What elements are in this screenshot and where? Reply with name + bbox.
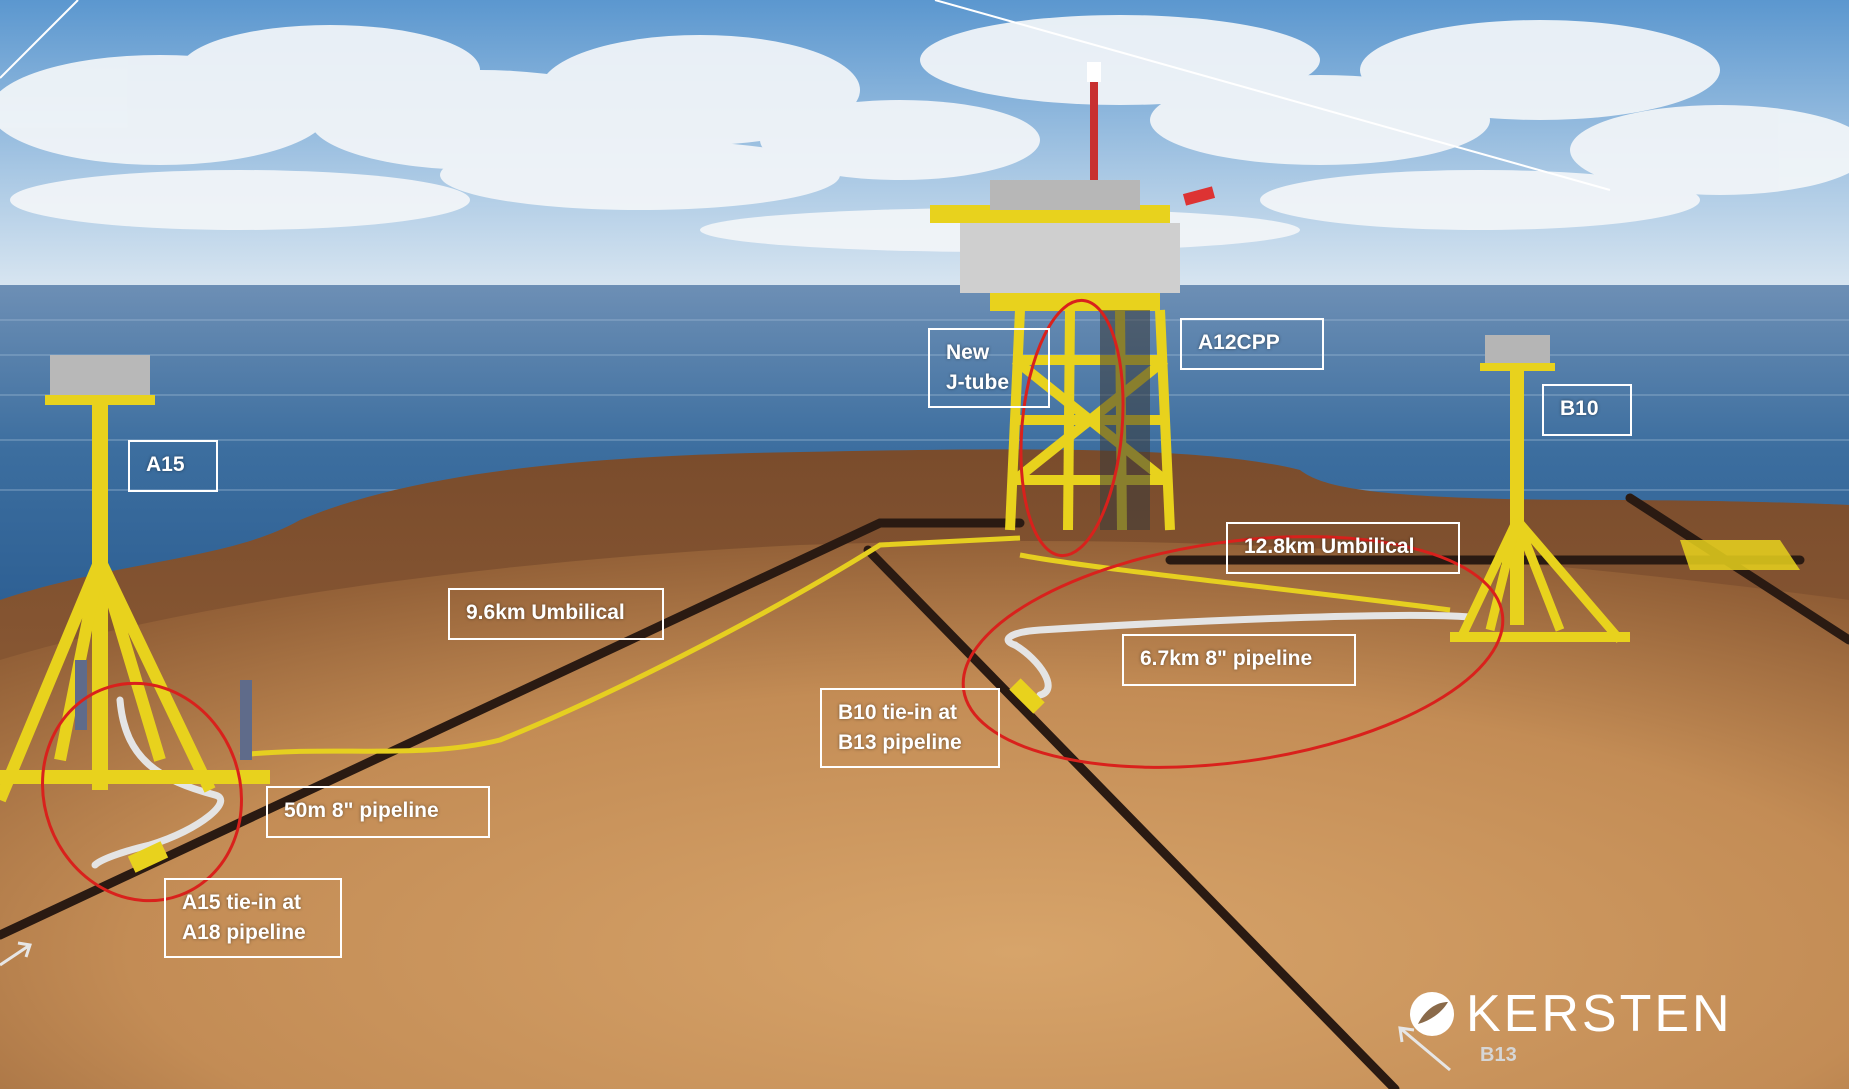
label-a15-tie-in: A15 tie-in at A18 pipeline [164,878,342,958]
tie-in-connectors [127,678,1045,873]
label-b10: B10 [1542,384,1632,436]
label-a12cpp: A12CPP [1180,318,1324,370]
label-umbilical-12-8km: 12.8km Umbilical [1226,522,1460,574]
label-b10-tie-in: B10 tie-in at B13 pipeline [820,688,1000,768]
label-new-jtube: New J-tube [928,328,1050,408]
decorative-lines [0,0,1611,191]
label-a15: A15 [128,440,218,492]
label-umbilical-9-6km: 9.6km Umbilical [448,588,664,640]
kersten-logo: KERSTEN [1408,984,1733,1044]
arrow-icons [0,941,1451,1072]
seabed [0,540,1849,1089]
label-pipeline-6-7km: 6.7km 8" pipeline [1122,634,1356,686]
a15-platform [0,355,270,803]
logo-text: KERSTEN [1466,985,1733,1043]
kersten-leaf-logo-icon [1410,992,1454,1036]
new-pipelines [91,611,1474,869]
b10-platform [1450,335,1800,643]
corner-label-b13: B13 [1480,1044,1517,1066]
a12cpp-platform [930,62,1216,531]
label-pipeline-50m: 50m 8" pipeline [266,786,490,838]
umbilicals [239,535,1451,758]
